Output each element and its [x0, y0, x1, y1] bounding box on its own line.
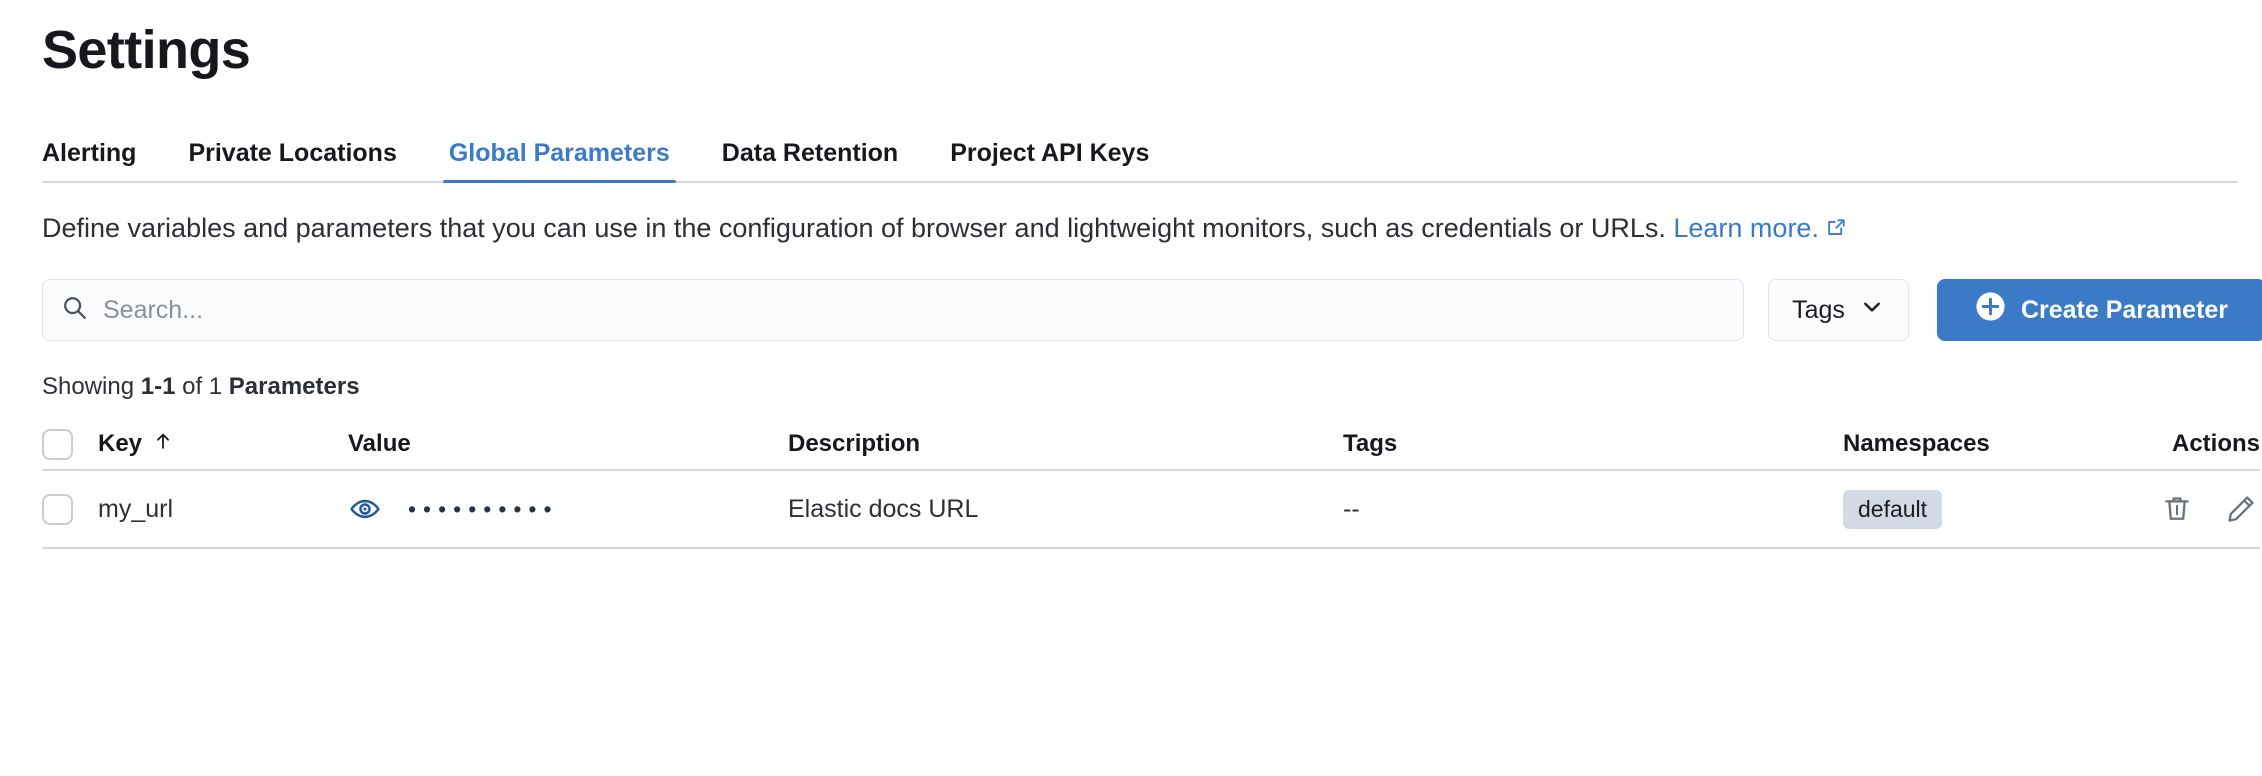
search-icon	[61, 294, 89, 327]
column-header-key-label: Key	[98, 430, 143, 458]
tab-project-api-keys[interactable]: Project API Keys	[924, 140, 1175, 181]
learn-more-link[interactable]: Learn more.	[1673, 212, 1819, 243]
summary-middle: of 1	[175, 373, 229, 401]
column-header-namespaces[interactable]: Namespaces	[1843, 430, 1990, 458]
row-select-cell	[42, 493, 98, 525]
trash-icon[interactable]	[2158, 490, 2196, 528]
row-select-checkbox[interactable]	[42, 493, 73, 525]
summary-prefix: Showing	[42, 373, 141, 401]
arrow-up-icon	[152, 430, 174, 459]
table-row: my_url •••••••••• Elastic docs URL -- de…	[42, 471, 2260, 550]
select-all-cell	[42, 428, 98, 460]
summary-entity: Parameters	[228, 373, 360, 401]
settings-page: Settings Alerting Private Locations Glob…	[0, 20, 2262, 550]
eye-icon[interactable]	[348, 492, 382, 526]
page-title: Settings	[42, 20, 251, 80]
create-parameter-label: Create Parameter	[2020, 295, 2229, 324]
tags-filter-label: Tags	[1792, 295, 1845, 324]
results-summary: Showing 1-1 of 1 Parameters	[42, 373, 2242, 401]
cell-value-masked: ••••••••••	[408, 495, 559, 522]
tab-private-locations[interactable]: Private Locations	[162, 140, 422, 181]
column-header-tags[interactable]: Tags	[1343, 430, 1398, 458]
pencil-icon[interactable]	[2222, 490, 2260, 528]
cell-namespaces: default	[1843, 489, 2100, 529]
tab-global-parameters[interactable]: Global Parameters	[423, 140, 696, 183]
cell-actions	[2100, 490, 2260, 528]
toolbar: Tags Create Parameter	[42, 279, 2262, 342]
search-field[interactable]	[42, 279, 1744, 342]
column-header-actions: Actions	[2171, 430, 2260, 458]
cell-tags: --	[1343, 494, 1360, 523]
tab-data-retention[interactable]: Data Retention	[696, 140, 924, 181]
plus-circle-icon	[1975, 291, 2006, 329]
cell-description: Elastic docs URL	[788, 494, 979, 523]
tab-description: Define variables and parameters that you…	[42, 211, 2238, 248]
description-text: Define variables and parameters that you…	[42, 212, 1674, 243]
select-all-checkbox[interactable]	[42, 428, 73, 460]
tags-filter-button[interactable]: Tags	[1768, 279, 1909, 342]
summary-range: 1-1	[140, 373, 176, 401]
external-link-icon	[1825, 213, 1847, 248]
table-header-row: Key Value Description Tags Namespaces Ac…	[42, 419, 2260, 472]
column-header-value[interactable]: Value	[348, 430, 411, 458]
namespace-badge: default	[1843, 489, 1943, 529]
settings-tabs: Alerting Private Locations Global Parame…	[42, 125, 2238, 183]
column-header-key[interactable]: Key	[98, 430, 348, 459]
cell-value: ••••••••••	[348, 492, 788, 526]
column-header-description[interactable]: Description	[788, 430, 921, 458]
create-parameter-button[interactable]: Create Parameter	[1937, 279, 2262, 342]
cell-key: my_url	[98, 494, 174, 523]
tab-alerting[interactable]: Alerting	[42, 140, 162, 181]
chevron-down-icon	[1859, 294, 1885, 327]
search-input[interactable]	[103, 280, 1725, 341]
parameters-table: Key Value Description Tags Namespaces Ac…	[42, 419, 2260, 550]
